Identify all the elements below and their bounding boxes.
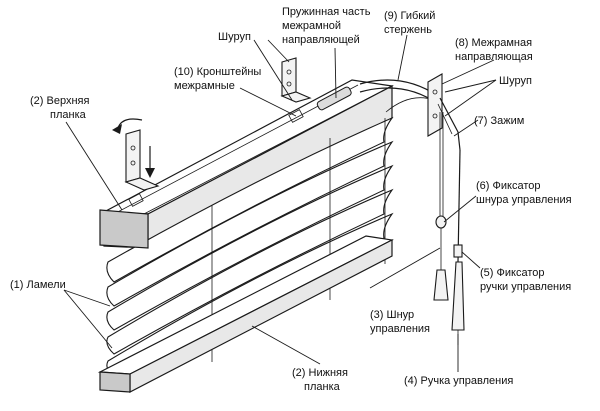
label-cord-lock: (6) Фиксатор шнура управления: [476, 180, 572, 206]
svg-text:направляющей: направляющей: [282, 34, 360, 46]
tilter-mechanism: [316, 86, 352, 111]
svg-text:планка: планка: [50, 109, 87, 121]
label-wand: (4) Ручка управления: [404, 375, 513, 387]
svg-text:шнура управления: шнура управления: [476, 194, 572, 206]
svg-text:(8) Межрамная: (8) Межрамная: [455, 37, 532, 49]
label-bottom-rail: (2) Нижняя планка: [292, 367, 348, 393]
svg-text:(9) Гибкий: (9) Гибкий: [384, 10, 435, 22]
left-bracket: [112, 118, 160, 191]
control-wand: [451, 149, 465, 345]
svg-text:управления: управления: [370, 323, 430, 335]
svg-text:(6) Фиксатор: (6) Фиксатор: [476, 180, 540, 192]
frame-guide: [427, 73, 461, 151]
svg-text:направляющая: направляющая: [455, 51, 533, 63]
label-cord: (3) Шнур управления: [370, 309, 430, 335]
svg-text:(2) Нижняя: (2) Нижняя: [292, 367, 348, 379]
label-brackets: (10) Кронштейны межрамные: [174, 66, 261, 92]
frame-brackets: [280, 57, 312, 103]
svg-text:планка: планка: [304, 381, 341, 393]
svg-text:межрамные: межрамные: [174, 80, 235, 92]
label-screw-top: Шуруп: [218, 31, 251, 43]
leader-lines: [63, 34, 497, 372]
svg-text:межрамной: межрамной: [282, 20, 341, 32]
svg-text:Пружинная часть: Пружинная часть: [282, 6, 371, 18]
label-slats: (1) Ламели: [10, 279, 66, 291]
svg-text:(10) Кронштейны: (10) Кронштейны: [174, 66, 261, 78]
label-frame-guide: (8) Межрамная направляющая: [455, 37, 533, 63]
svg-text:(5) Фиксатор: (5) Фиксатор: [480, 267, 544, 279]
label-screw-right: Шуруп: [499, 75, 532, 87]
wand-lock: [453, 244, 463, 258]
control-cord: [433, 112, 449, 301]
top-rail-end-cap: [99, 209, 149, 249]
label-handle-lock: (5) Фиксатор ручки управления: [480, 267, 571, 293]
label-top-rail: (2) Верхняя планка: [30, 95, 89, 121]
label-clamp: (7) Зажим: [474, 115, 524, 127]
svg-text:(3) Шнур: (3) Шнур: [370, 309, 414, 321]
svg-text:(2) Верхняя: (2) Верхняя: [30, 95, 89, 107]
label-spring-part: Пружинная часть межрамной направляющей: [282, 6, 371, 46]
bottom-rail: [97, 235, 394, 393]
svg-text:ручки управления: ручки управления: [480, 281, 571, 293]
label-flexible-rod: (9) Гибкий стержень: [384, 10, 435, 36]
cord-tassel: [433, 269, 449, 301]
svg-text:стержень: стержень: [384, 24, 432, 36]
